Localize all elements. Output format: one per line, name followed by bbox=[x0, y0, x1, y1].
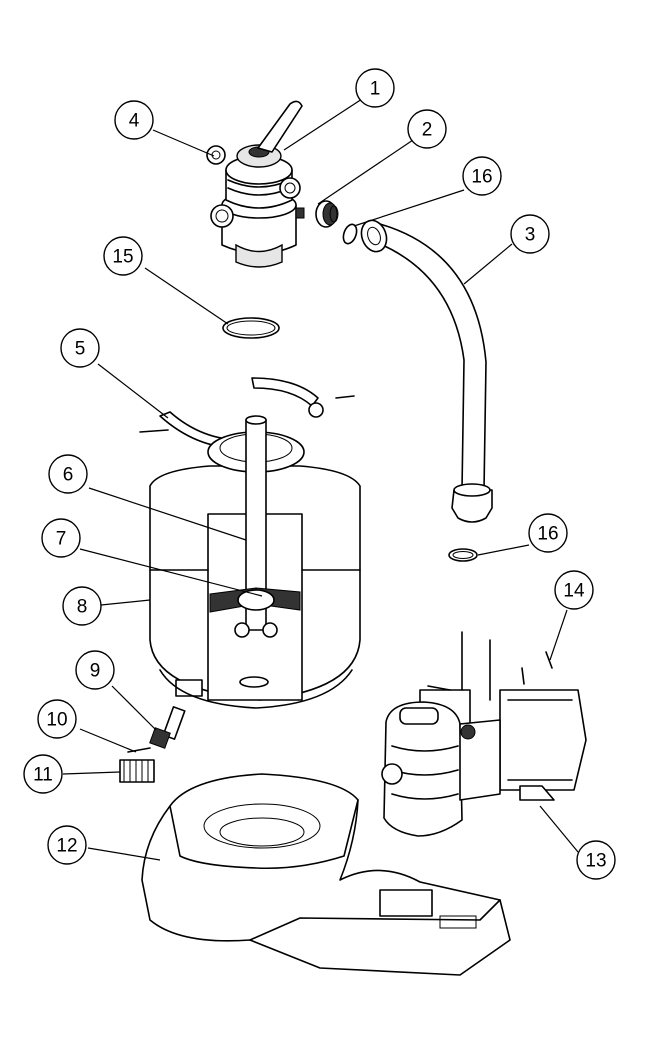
callout-10: 10 bbox=[37, 699, 77, 739]
callout-7: 7 bbox=[41, 518, 81, 558]
callout-label: 13 bbox=[585, 851, 606, 872]
callout-label: 6 bbox=[63, 465, 74, 486]
drain-assembly bbox=[119, 706, 186, 783]
callout-label: 7 bbox=[56, 529, 67, 550]
callout-11: 11 bbox=[23, 754, 63, 794]
callout-1: 1 bbox=[355, 68, 395, 108]
callout-label: 16 bbox=[537, 524, 558, 545]
callout-label: 5 bbox=[75, 339, 86, 360]
callout-5: 5 bbox=[60, 328, 100, 368]
callout-4: 4 bbox=[114, 100, 154, 140]
callout-label: 10 bbox=[46, 710, 67, 731]
callout-label: 15 bbox=[112, 247, 133, 268]
o-ring-large bbox=[222, 317, 280, 339]
callout-label: 12 bbox=[56, 836, 77, 857]
callout-16-lower: 16 bbox=[528, 513, 568, 553]
callout-13: 13 bbox=[576, 840, 616, 880]
leader-lines bbox=[62, 98, 579, 861]
pump bbox=[381, 631, 587, 837]
callout-8: 8 bbox=[62, 586, 102, 626]
union-connector bbox=[315, 200, 339, 228]
hose bbox=[360, 219, 493, 523]
callout-16-upper: 16 bbox=[462, 156, 502, 196]
callout-label: 3 bbox=[525, 225, 536, 246]
callout-12: 12 bbox=[47, 825, 87, 865]
callout-14: 14 bbox=[554, 570, 594, 610]
callout-6: 6 bbox=[48, 454, 88, 494]
callout-label: 1 bbox=[370, 79, 381, 100]
callout-3: 3 bbox=[510, 214, 550, 254]
filter-tank bbox=[149, 415, 361, 709]
callout-15: 15 bbox=[103, 236, 143, 276]
callout-9: 9 bbox=[75, 650, 115, 690]
base-platform bbox=[141, 773, 511, 976]
callout-label: 2 bbox=[422, 120, 433, 141]
callout-label: 16 bbox=[471, 167, 492, 188]
callout-label: 9 bbox=[90, 661, 101, 682]
callout-label: 14 bbox=[563, 581, 585, 602]
callout-label: 8 bbox=[77, 597, 88, 618]
o-ring-upper bbox=[342, 223, 358, 245]
callout-2: 2 bbox=[407, 109, 447, 149]
callout-label: 11 bbox=[33, 765, 53, 786]
callout-label: 4 bbox=[129, 111, 140, 132]
multiport-valve bbox=[206, 100, 305, 268]
